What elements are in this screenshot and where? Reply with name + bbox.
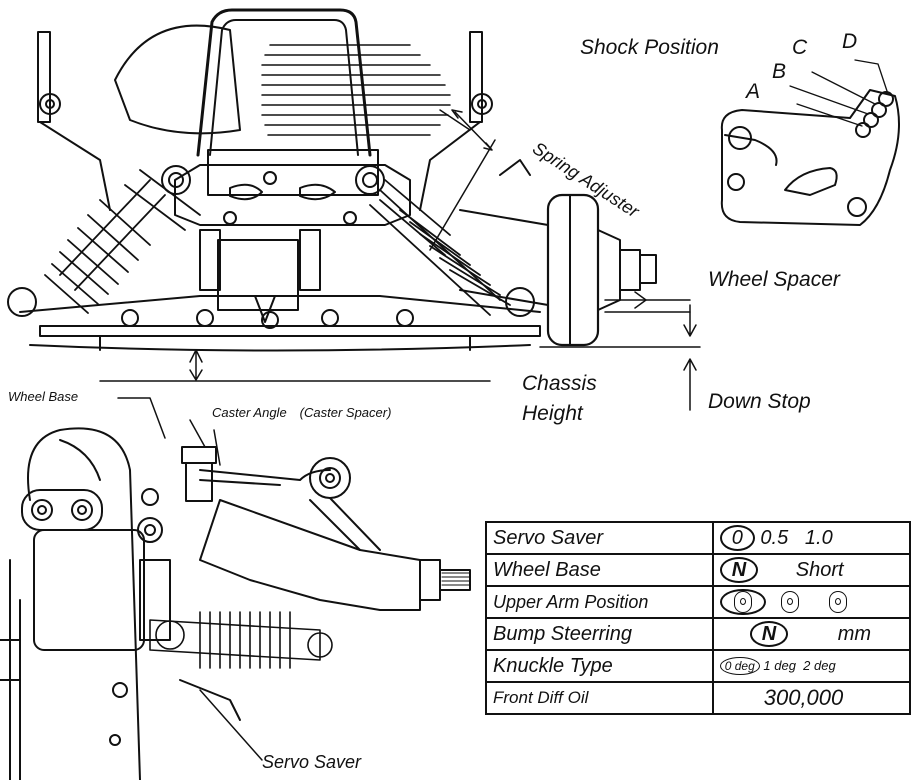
upper-arm-position-key: Upper Arm Position — [485, 585, 714, 619]
position-hole-icon — [733, 591, 752, 614]
shock-position-b-label: B — [772, 60, 787, 83]
servo-saver-circled: 0 — [719, 525, 755, 551]
wheel-base-label: Wheel Base — [8, 389, 79, 404]
knuckle-type-circled: 0 deg — [719, 657, 760, 675]
chassis-label: Chassis — [522, 372, 597, 395]
setup-table: Servo Saver 0 0.5 1.0 Wheel Base N Short… — [485, 521, 911, 715]
servo-saver-key: Servo Saver — [485, 521, 714, 555]
shock-position-d-label: D — [842, 30, 858, 53]
servo-saver-value: 0 0.5 1.0 — [711, 521, 911, 555]
wheel-spacer-dimension — [604, 291, 691, 313]
leader-lines — [117, 397, 263, 761]
table-row: Front Diff Oil 300,000 — [485, 681, 911, 715]
caster-angle-label: Caster Angle (Caster Spacer) — [212, 405, 392, 420]
servo-saver-options: 0.5 1.0 — [760, 527, 833, 549]
position-hole-icon — [781, 591, 800, 614]
down-stop-dimension — [539, 304, 701, 411]
table-row: Servo Saver 0 0.5 1.0 — [485, 521, 911, 555]
position-hole-icon — [828, 591, 847, 614]
table-row: Wheel Base N Short — [485, 553, 911, 587]
knuckle-type-value: 0 deg 1 deg 2 deg — [711, 649, 911, 683]
car-side-view-drawing — [0, 427, 471, 780]
table-row: Bump Steerring N mm — [485, 617, 911, 651]
wheel-base-value: N Short — [711, 553, 911, 587]
shock-position-c-label: C — [792, 36, 808, 59]
bump-steering-circled: N — [749, 621, 789, 647]
upper-arm-position-selected — [719, 588, 766, 616]
down-stop-label: Down Stop — [708, 390, 811, 413]
table-row: Upper Arm Position — [485, 585, 911, 619]
front-diff-oil-value: 300,000 — [711, 681, 911, 715]
front-diff-oil-amount: 300,000 — [763, 685, 844, 710]
front-diff-oil-key: Front Diff Oil — [485, 681, 714, 715]
wheel-base-circled: N — [719, 557, 759, 583]
wheel-spacer-label: Wheel Spacer — [708, 268, 840, 291]
servo-saver-label: Servo Saver — [262, 752, 362, 772]
upper-arm-position-value — [711, 585, 911, 619]
shock-tower-drawing — [720, 59, 900, 226]
bump-steering-unit: mm — [837, 623, 872, 645]
knuckle-type-key: Knuckle Type — [485, 649, 714, 683]
bump-steering-value: N mm — [711, 617, 911, 651]
height-label: Height — [522, 402, 583, 425]
wheel-base-option: Short — [795, 559, 844, 581]
shock-position-label: Shock Position — [580, 36, 719, 59]
knuckle-type-options: 1 deg 2 deg — [763, 658, 836, 673]
spring-adjuster-dimension — [429, 109, 496, 251]
car-front-view-drawing — [7, 8, 657, 352]
chassis-height-dimension — [99, 349, 491, 382]
wheel-base-key: Wheel Base — [485, 553, 714, 587]
bump-steering-key: Bump Steerring — [485, 617, 714, 651]
table-row: Knuckle Type 0 deg 1 deg 2 deg — [485, 649, 911, 683]
shock-position-a-label: A — [746, 80, 761, 103]
